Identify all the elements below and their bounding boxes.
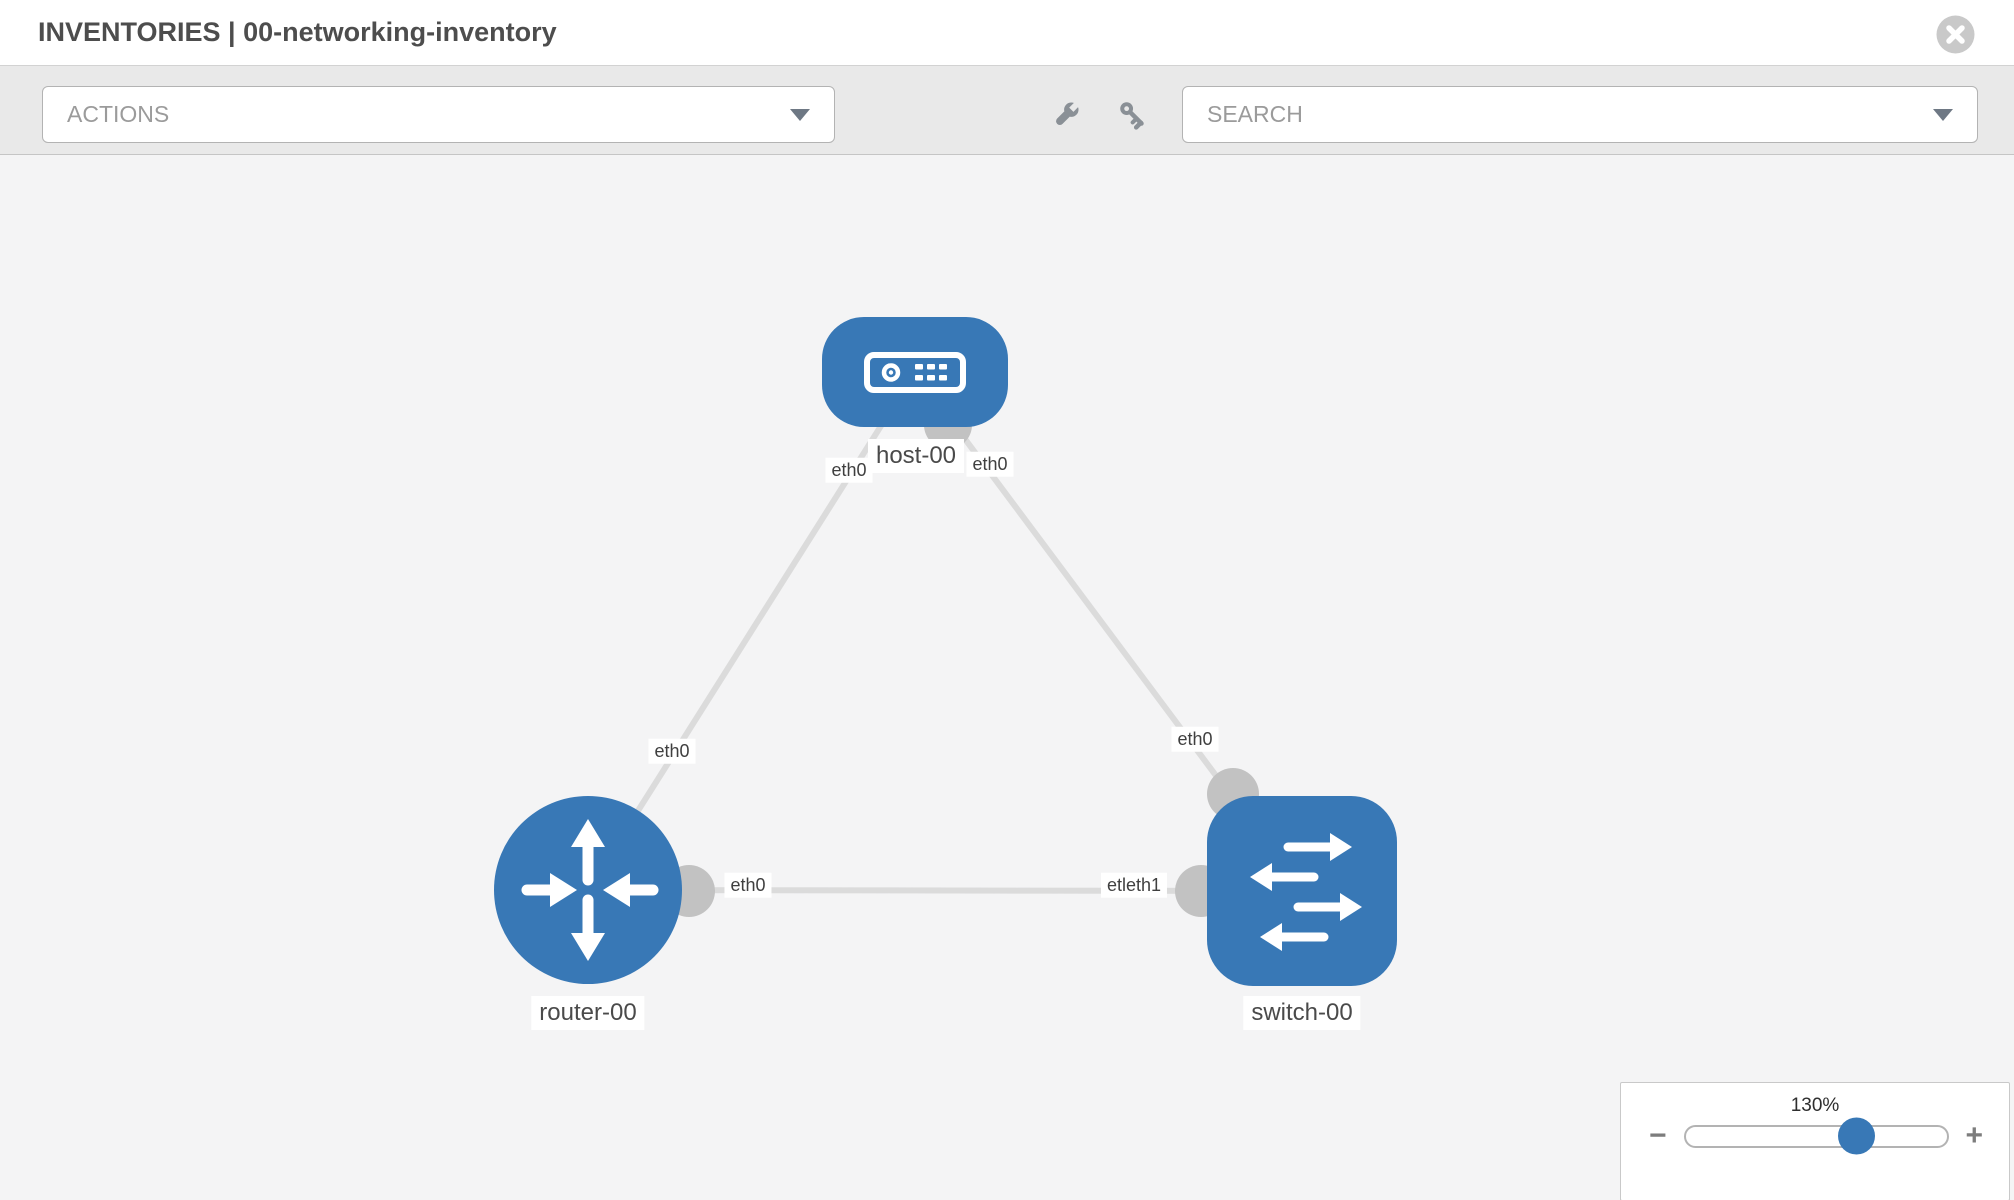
key-icon xyxy=(1120,102,1144,130)
search-dropdown[interactable]: SEARCH xyxy=(1182,86,1978,143)
zoom-level-value: 130% xyxy=(1790,1095,1840,1116)
actions-dropdown-label: ACTIONS xyxy=(67,101,170,127)
interface-label: eth0 xyxy=(1171,726,1219,752)
configure-button[interactable] xyxy=(1050,99,1082,131)
interface-label: etleth1 xyxy=(1100,872,1168,898)
interface-label: eth0 xyxy=(648,738,696,764)
toolbar: ACTIONS SEARCH xyxy=(0,66,2014,155)
credentials-button[interactable] xyxy=(1117,99,1149,131)
wrench-icon xyxy=(1056,101,1080,125)
breadcrumb-header: INVENTORIES | 00-networking-inventory xyxy=(0,0,2014,66)
search-dropdown-label: SEARCH xyxy=(1207,101,1303,127)
zoom-slider-thumb[interactable] xyxy=(1837,1117,1875,1155)
node-label: router-00 xyxy=(531,996,645,1030)
close-icon xyxy=(1936,15,1975,54)
node-label: host-00 xyxy=(867,439,965,473)
interface-label: eth0 xyxy=(825,457,873,483)
switch-icon xyxy=(1250,833,1362,951)
interface-label: eth0 xyxy=(724,872,772,898)
zoom-out-button[interactable]: − xyxy=(1649,1119,1667,1152)
interface-label: eth0 xyxy=(966,451,1014,477)
router-icon xyxy=(521,819,659,961)
node-label: switch-00 xyxy=(1243,996,1361,1030)
host-icon xyxy=(864,352,966,393)
topology-canvas[interactable]: eth0 eth0 eth0 eth0 eth0 etleth1 host-00… xyxy=(0,155,2014,1200)
zoom-control-panel: 130% − + xyxy=(1620,1082,2010,1200)
zoom-slider-track[interactable] xyxy=(1683,1117,1949,1155)
page-title: INVENTORIES | 00-networking-inventory xyxy=(38,17,557,47)
topology-svg xyxy=(494,317,1397,986)
node-switch-00[interactable] xyxy=(1207,796,1397,986)
close-button[interactable] xyxy=(1936,15,1975,54)
node-host-00[interactable] xyxy=(822,317,1008,427)
zoom-in-button[interactable]: + xyxy=(1965,1119,1984,1152)
node-router-00[interactable] xyxy=(494,796,682,984)
actions-dropdown[interactable]: ACTIONS xyxy=(42,86,835,143)
chevron-down-icon xyxy=(1933,108,1953,121)
chevron-down-icon xyxy=(790,108,810,121)
